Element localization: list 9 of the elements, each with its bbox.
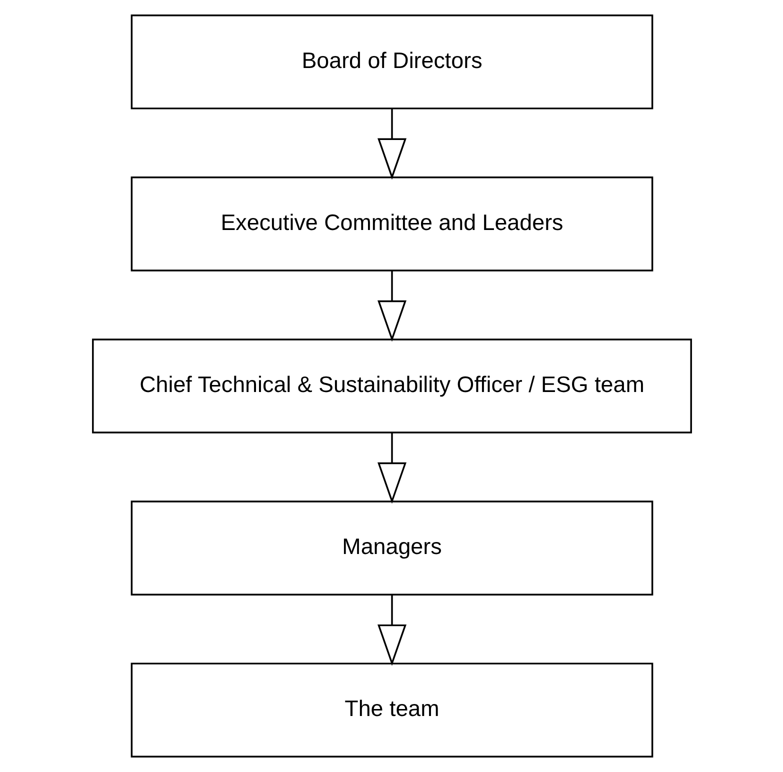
node-box: Board of Directors: [130, 14, 653, 110]
arrow: [377, 432, 406, 504]
node-box: The team: [130, 662, 653, 758]
node-box: Chief Technical & Sustainability Officer / ESG team: [92, 338, 692, 434]
arrow: [377, 108, 406, 180]
node-box: Managers: [130, 500, 653, 596]
node-box: Executive Committee and Leaders: [130, 176, 653, 272]
arrow: [377, 594, 406, 666]
arrow: [377, 270, 406, 342]
